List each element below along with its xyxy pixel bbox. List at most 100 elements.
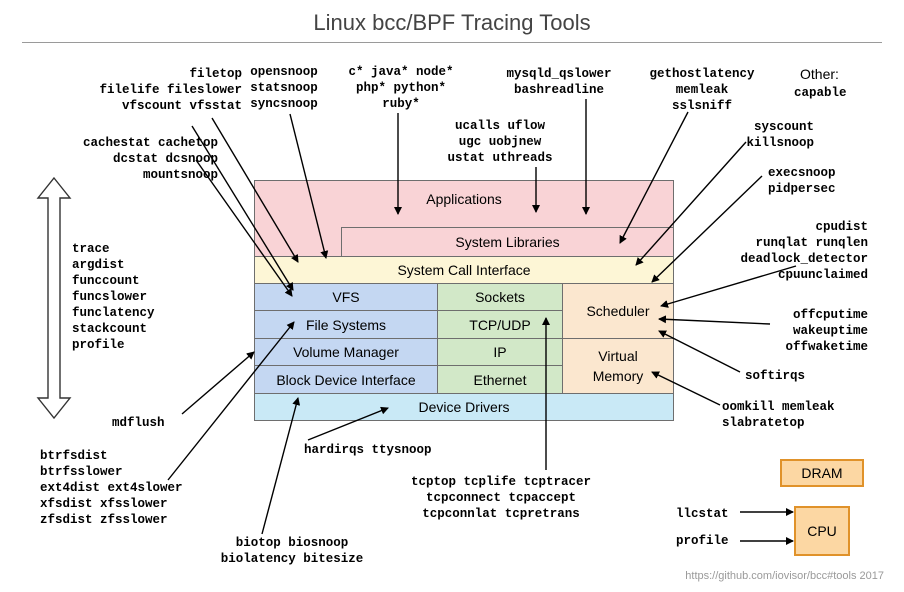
tool-line: cpudist xyxy=(815,220,868,234)
tool-line: ugc uobjnew xyxy=(458,135,542,149)
tool-line: filetop xyxy=(189,67,242,81)
arrow-cpudist-scheduler xyxy=(660,265,797,308)
tool-line: c* java* node* xyxy=(348,65,454,79)
virtual-memory-line: Memory xyxy=(592,368,644,384)
tool-line: runqlat runqlen xyxy=(755,236,868,250)
virtual-memory-box: Virtual Memory xyxy=(562,338,674,394)
tool-line: funcslower xyxy=(72,290,148,304)
tools-ucalls: ucalls uflow ugc uobjnew ustat uthreads xyxy=(430,118,570,166)
tool-line: capable xyxy=(794,86,847,100)
tool-line: profile xyxy=(72,338,125,352)
tool-line: execsnoop xyxy=(768,166,836,180)
vfs-box: VFS xyxy=(254,283,438,311)
tools-softirqs: softirqs xyxy=(745,368,805,384)
tool-line: pidpersec xyxy=(768,182,836,196)
tool-line: mountsnoop xyxy=(142,168,218,182)
tool-line: cachestat cachetop xyxy=(82,136,218,150)
tool-line: offwaketime xyxy=(785,340,868,354)
arrow-biotop-block xyxy=(261,397,301,535)
syscall-interface-box: System Call Interface xyxy=(254,256,674,284)
tool-line: argdist xyxy=(72,258,125,272)
tool-line: btrfsslower xyxy=(40,465,123,479)
tool-line: memleak xyxy=(675,83,729,97)
volume-manager-box: Volume Manager xyxy=(254,338,438,366)
tool-line: zfsdist zfsslower xyxy=(40,513,168,527)
arrow-opensnoop-syscall xyxy=(289,113,329,259)
tool-line: llcstat xyxy=(676,507,729,521)
tool-line: opensnoop xyxy=(250,65,318,79)
tool-line: offcputime xyxy=(792,308,868,322)
tool-line: biotop biosnoop xyxy=(235,536,349,550)
tool-line: trace xyxy=(72,242,110,256)
tools-syscount: syscount killsnoop xyxy=(746,119,814,151)
tool-line: ucalls uflow xyxy=(454,119,545,133)
arrow-oomkill-vm xyxy=(651,371,721,406)
tool-line: syscount xyxy=(753,120,814,134)
system-libraries-box: System Libraries xyxy=(341,227,674,257)
tool-line: hardirqs ttysnoop xyxy=(304,443,432,457)
arrow-filetop-vfs-2 xyxy=(191,125,294,291)
tool-line: funclatency xyxy=(72,306,155,320)
tools-biotop: biotop biosnoop biolatency bitesize xyxy=(200,535,384,567)
tool-line: filelife fileslower xyxy=(99,83,242,97)
arrow-hardirqs-drivers xyxy=(307,406,389,441)
arrow-btrfs-filesystems xyxy=(167,321,295,481)
tools-execsnoop: execsnoop pidpersec xyxy=(768,165,836,197)
tool-line: btrfsdist xyxy=(40,449,108,463)
arrow-gethostlatency-libs xyxy=(619,111,689,244)
tool-line: stackcount xyxy=(72,322,148,336)
tools-opensnoop: opensnoop statsnoop syncsnoop xyxy=(234,64,334,112)
tool-line: profile xyxy=(676,534,729,548)
tool-line: statsnoop xyxy=(250,81,318,95)
tool-line: xfsdist xfsslower xyxy=(40,497,168,511)
tool-line: gethostlatency xyxy=(649,67,755,81)
tool-line: wakeuptime xyxy=(792,324,868,338)
tools-btrfs: btrfsdist btrfsslower ext4dist ext4slower x… xyxy=(40,448,183,528)
tools-filetop: filetop filelife fileslower vfscount vfsst… xyxy=(99,66,242,114)
double-arrow-stack-span xyxy=(36,176,72,420)
tool-line: syncsnoop xyxy=(250,97,318,111)
tools-profile-cpu: profile xyxy=(676,533,729,549)
tool-line: softirqs xyxy=(745,369,806,383)
tools-hardirqs: hardirqs ttysnoop xyxy=(304,442,432,458)
tools-other: capable xyxy=(794,85,847,101)
tools-cachestat: cachestat cachetop dcstat dcsnoop mountsno… xyxy=(83,135,218,183)
tool-line: dcstat dcsnoop xyxy=(112,152,218,166)
tools-language: c* java* node* php* python* ruby* xyxy=(336,64,466,112)
source-credit: https://github.com/iovisor/bcc#tools 201… xyxy=(685,570,884,582)
tool-line: tcptop tcplife tcptracer xyxy=(410,475,592,489)
tool-line: ustat uthreads xyxy=(447,151,553,165)
sockets-box: Sockets xyxy=(437,283,563,311)
tools-gethostlatency: gethostlatency memleak sslsniff xyxy=(640,66,764,114)
tool-line: oomkill memleak xyxy=(722,400,835,414)
arrow-offcpu-scheduler xyxy=(658,315,771,325)
tool-line: ext4dist ext4slower xyxy=(40,481,183,495)
tool-line: ruby* xyxy=(382,97,420,111)
device-drivers-box: Device Drivers xyxy=(254,393,674,421)
arrow-cachestat-vfs xyxy=(195,159,293,297)
block-device-interface-box: Block Device Interface xyxy=(254,365,438,394)
virtual-memory-line: Virtual xyxy=(598,348,638,364)
tool-line: biolatency bitesize xyxy=(220,552,364,566)
tool-line: funccount xyxy=(72,274,140,288)
tools-mdflush: mdflush xyxy=(112,415,165,431)
ethernet-box: Ethernet xyxy=(437,365,563,394)
tool-line: vfscount vfsstat xyxy=(121,99,242,113)
tool-line: bashreadline xyxy=(513,83,604,97)
tool-line: php* python* xyxy=(355,81,446,95)
tool-line: slabratetop xyxy=(722,416,805,430)
title-rule xyxy=(22,42,882,43)
tool-line: sslsniff xyxy=(671,99,732,113)
other-label: Other: xyxy=(800,66,839,82)
tools-offcpu: offcputime wakeuptime offwaketime xyxy=(785,307,868,355)
tool-line: mdflush xyxy=(112,416,165,430)
tools-llcstat: llcstat xyxy=(676,506,729,522)
tool-line: killsnoop xyxy=(746,136,814,150)
arrow-softirqs-scheduler xyxy=(658,330,741,373)
tools-oomkill: oomkill memleak slabratetop xyxy=(722,399,835,431)
arrow-filetop-vfs xyxy=(211,117,299,263)
cpu-box: CPU xyxy=(794,506,850,556)
